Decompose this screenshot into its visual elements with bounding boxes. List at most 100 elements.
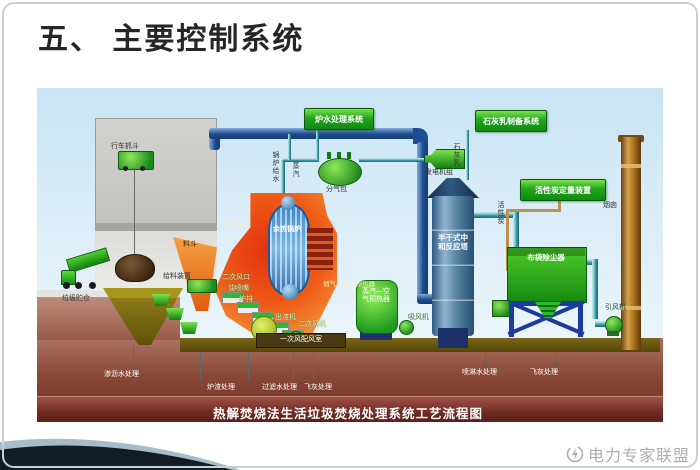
down-to-id-fan (592, 259, 598, 319)
lime-milk-pipe (466, 130, 469, 180)
boiler-to-drum-pipe (283, 158, 319, 162)
drop-line (291, 352, 295, 381)
grate-step (237, 302, 259, 314)
boiler-riser-pipe (281, 160, 285, 206)
slide-decoration-swoosh (0, 438, 240, 470)
boiler-top-drum (281, 196, 295, 210)
slag-discharger-label: 出渣机 (275, 314, 296, 321)
tower-outlet-pipe (471, 212, 519, 218)
suction-fan-label: 吸风机 (408, 314, 429, 321)
bunker-band (95, 223, 217, 231)
secondary-chamber-label: 二燃室 (225, 222, 246, 229)
main-duct-elbow (413, 128, 428, 144)
steam-air-preheater-line1: 蒸汽—空 (362, 288, 390, 295)
bag-filter-label: 布袋除尘器 (527, 253, 565, 262)
main-duct-vertical (417, 142, 428, 300)
equipment-floor (180, 338, 660, 352)
id-fan-base (607, 331, 619, 336)
economizer-bricks (307, 228, 333, 270)
activated-carbon-system-label: 活性炭定量装置 (535, 185, 591, 195)
feed-ram (180, 322, 198, 334)
primary-air-chamber-label: 一次风配风室 (280, 336, 322, 344)
truss-post (509, 301, 514, 337)
fly-ash-treatment-label: 飞灰处理 (304, 384, 332, 391)
drop-line-leachate (131, 345, 135, 370)
reaction-tower (432, 196, 474, 336)
lime-milk-label: 石灰乳 (453, 143, 461, 167)
filter-water-treatment-label: 过滤水处理 (262, 384, 297, 391)
drum-nozzle (337, 152, 341, 159)
reaction-tower-label-line2: 和反应塔 (438, 241, 468, 251)
crane-wheel (140, 166, 145, 171)
drop-line-spray (483, 352, 487, 366)
drum-to-turbine-pipe (359, 158, 425, 162)
diagram-caption: 热解焚烧法生活垃圾焚烧处理系统工艺流程图 (213, 407, 484, 421)
duct-to-bag-filter (513, 212, 519, 250)
feeder-label: 给料装置 (163, 273, 191, 280)
fly-ash-treatment-label-2: 飞灰处理 (530, 369, 558, 376)
drop-line (246, 352, 250, 381)
secondary-air-port-label: 二次风口 (222, 274, 250, 281)
suction-fan (399, 320, 414, 335)
truck-wheel (75, 282, 82, 289)
grab-bucket (115, 254, 155, 282)
page-title: 五、 主要控制系统 (38, 23, 305, 56)
boiler-water-system-label: 炉水处理系统 (315, 114, 363, 124)
oil-burner-label: 油喷嘴 (228, 285, 249, 292)
drop-line-flyash (553, 352, 557, 366)
main-duct-horizontal (209, 128, 419, 139)
waste-bunker-building (95, 118, 217, 225)
watermark: 电力专家联盟 (566, 442, 690, 466)
grate-label: 炉排 (239, 296, 253, 303)
induced-draft-fan-label: 引风机 (605, 304, 626, 311)
tower-base (438, 328, 468, 348)
boiler-water-system-box: 炉水处理系统 (304, 108, 374, 130)
lime-milk-system-label: 石灰乳制备系统 (483, 116, 539, 126)
chimney-band (621, 164, 641, 168)
leachate-treatment-label: 渗沥水处理 (104, 371, 139, 378)
waste-heat-boiler (268, 204, 310, 296)
drop-line-slag (198, 352, 202, 381)
steam-air-preheater-line2: 气预热器 (362, 296, 390, 304)
crane-wheel (123, 166, 128, 171)
activated-carbon-system-box: 活性炭定量装置 (520, 179, 606, 201)
drum-nozzle (347, 152, 351, 159)
grab-cable (134, 168, 135, 256)
flue-air-preheater-label: 烟气—空气预热器 (323, 281, 375, 288)
bag-filter-top-band (507, 247, 585, 256)
feedwater-pipe (288, 134, 291, 160)
turbine-generator (424, 149, 465, 169)
bag-filter (507, 247, 587, 303)
drop-line (311, 352, 315, 381)
truss-post (578, 301, 583, 337)
reaction-tower-label: 半干式中 和反应塔 (432, 233, 474, 251)
crane (118, 151, 154, 170)
crane-grab-label: 行车抓斗 (111, 143, 139, 150)
waste-bunker-label: 垃圾贮仓 (62, 295, 90, 302)
bag-filter-outlet (582, 259, 598, 265)
boiler-bottom-drum (282, 284, 298, 300)
chimney-label: 烟囱 (603, 202, 617, 209)
chimney-band (621, 306, 641, 310)
truck-wheel (89, 282, 96, 289)
hopper-label: 料斗 (183, 241, 197, 248)
main-duct-drop-into-bunker (209, 132, 220, 150)
reaction-tower-label-line1: 半干式中 (438, 233, 468, 242)
carbon-pipe-v2 (506, 209, 509, 271)
carbon-pipe-h (506, 209, 561, 212)
chimney (621, 137, 641, 350)
steam-air-preheater-label: 蒸汽—空 气预热器 (356, 288, 396, 304)
drum-nozzle (327, 152, 331, 159)
tower-cone (427, 178, 479, 198)
activated-carbon-label: 活性炭 (497, 201, 505, 225)
main-duct-stub-to-tower (417, 294, 443, 304)
watermark-text: 电力专家联盟 (587, 448, 690, 465)
spray-water-treatment-label: 喷淋水处理 (462, 369, 497, 376)
diagram-caption-band: 热解焚烧法生活垃圾焚烧处理系统工艺流程图 (37, 396, 663, 422)
boiler-water-system-pipe (316, 128, 319, 160)
secondary-fan-label: 二次风机 (298, 321, 326, 328)
generator-set-label: 发电机组 (425, 169, 453, 176)
power-union-logo-icon (566, 445, 584, 463)
feed-ram (152, 294, 170, 306)
